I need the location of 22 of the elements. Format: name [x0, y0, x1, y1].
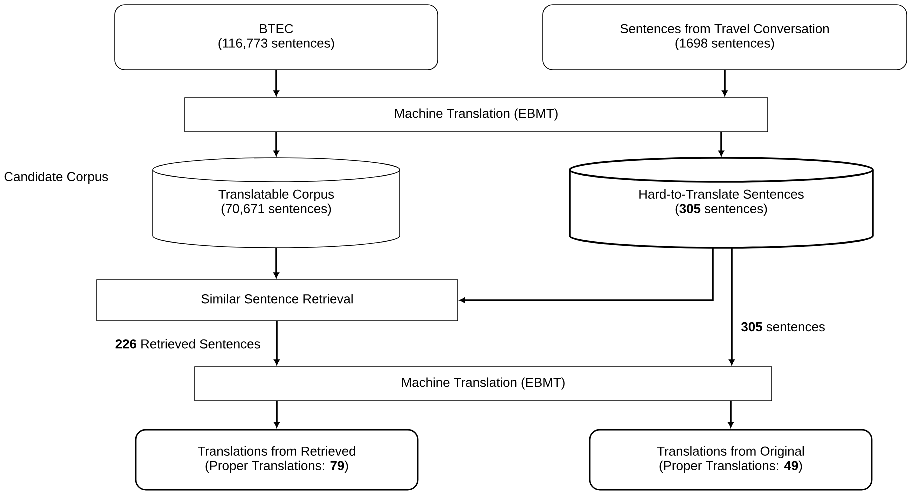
- database-cylinder: Translatable Corpus (70,671 sentences): [152, 158, 400, 248]
- arrow: [718, 132, 724, 156]
- arrow: [274, 132, 280, 156]
- result-box: Translations from Retrieved (Proper Translations: 79): [135, 429, 419, 491]
- node-caption: Candidate Corpus: [4, 172, 108, 184]
- source-box: Sentences from Travel Conversation (1698 sentences): [542, 4, 907, 70]
- arrow: [274, 321, 280, 366]
- process-box: Similar Sentence Retrieval: [96, 280, 458, 322]
- arrow: [729, 248, 735, 366]
- arrow: [274, 248, 280, 278]
- source-box: BTEC (116,773 sentences): [114, 4, 438, 70]
- database-cylinder: Hard-to-Translate Sentences (305 sentences): [569, 157, 874, 249]
- arrow: [722, 70, 728, 96]
- process-box: Machine Translation (EBMT): [194, 366, 772, 402]
- process-box: Machine Translation (EBMT): [184, 98, 768, 132]
- arrow: [728, 401, 734, 428]
- result-box: Translations from Original (Proper Translations: 49): [589, 429, 873, 491]
- arrow: [460, 247, 714, 304]
- edge-label: 305 sentences: [740, 321, 826, 333]
- arrow: [274, 70, 280, 96]
- edge-label: 226 Retrieved Sentences: [114, 338, 262, 350]
- arrow: [274, 401, 280, 428]
